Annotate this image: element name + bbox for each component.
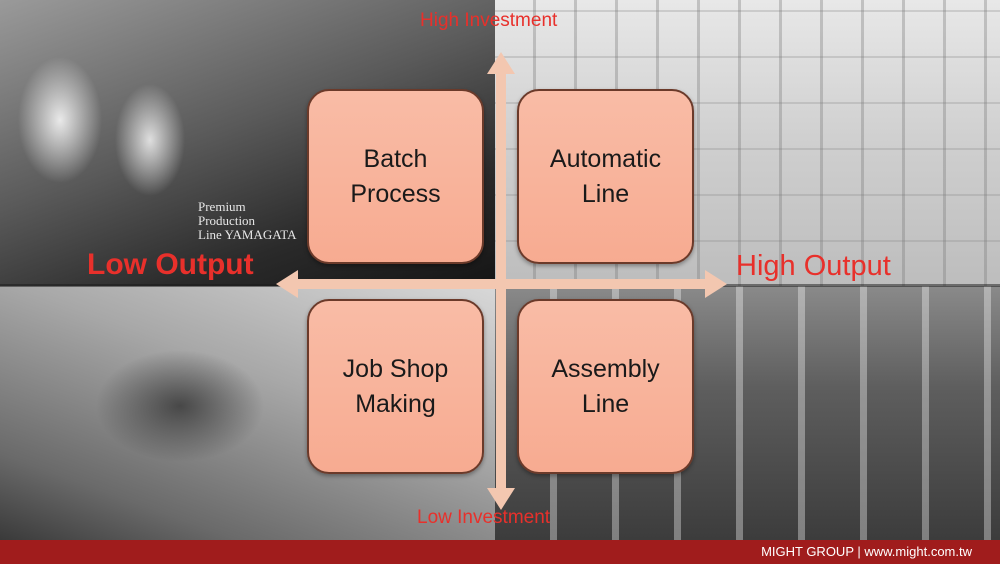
quadrant-label: Automatic Line bbox=[549, 144, 662, 208]
quadrant-assembly-line: Assembly Line bbox=[517, 299, 694, 474]
plaque-text: Premium Production Line YAMAGATA bbox=[198, 200, 297, 242]
output-axis bbox=[296, 279, 706, 289]
plaque-line-1: Premium bbox=[198, 199, 246, 214]
quadrant-label: Job Shop Making bbox=[342, 354, 449, 418]
high-investment-label: High Investment bbox=[420, 10, 558, 31]
plaque-line-2: Production bbox=[198, 213, 256, 228]
footer-text: MIGHT GROUP | www.might.com.tw bbox=[761, 544, 972, 559]
arrow-right-icon bbox=[705, 270, 727, 298]
quadrant-batch-process: Batch Process bbox=[307, 89, 484, 264]
quadrant-label: Assembly Line bbox=[551, 354, 660, 418]
arrow-up-icon bbox=[487, 52, 515, 74]
low-investment-label: Low Investment bbox=[417, 507, 551, 528]
arrow-down-icon bbox=[487, 488, 515, 510]
arrow-left-icon bbox=[276, 270, 298, 298]
quadrant-job-shop-making: Job Shop Making bbox=[307, 299, 484, 474]
quadrant-label: Batch Process bbox=[350, 144, 441, 208]
quadrant-automatic-line: Automatic Line bbox=[517, 89, 694, 264]
high-output-label: High Output bbox=[736, 250, 891, 282]
plaque-line-3: Line YAMAGATA bbox=[198, 227, 297, 242]
footer-bar: MIGHT GROUP | www.might.com.tw bbox=[0, 540, 1000, 564]
low-output-label: Low Output bbox=[87, 248, 254, 281]
